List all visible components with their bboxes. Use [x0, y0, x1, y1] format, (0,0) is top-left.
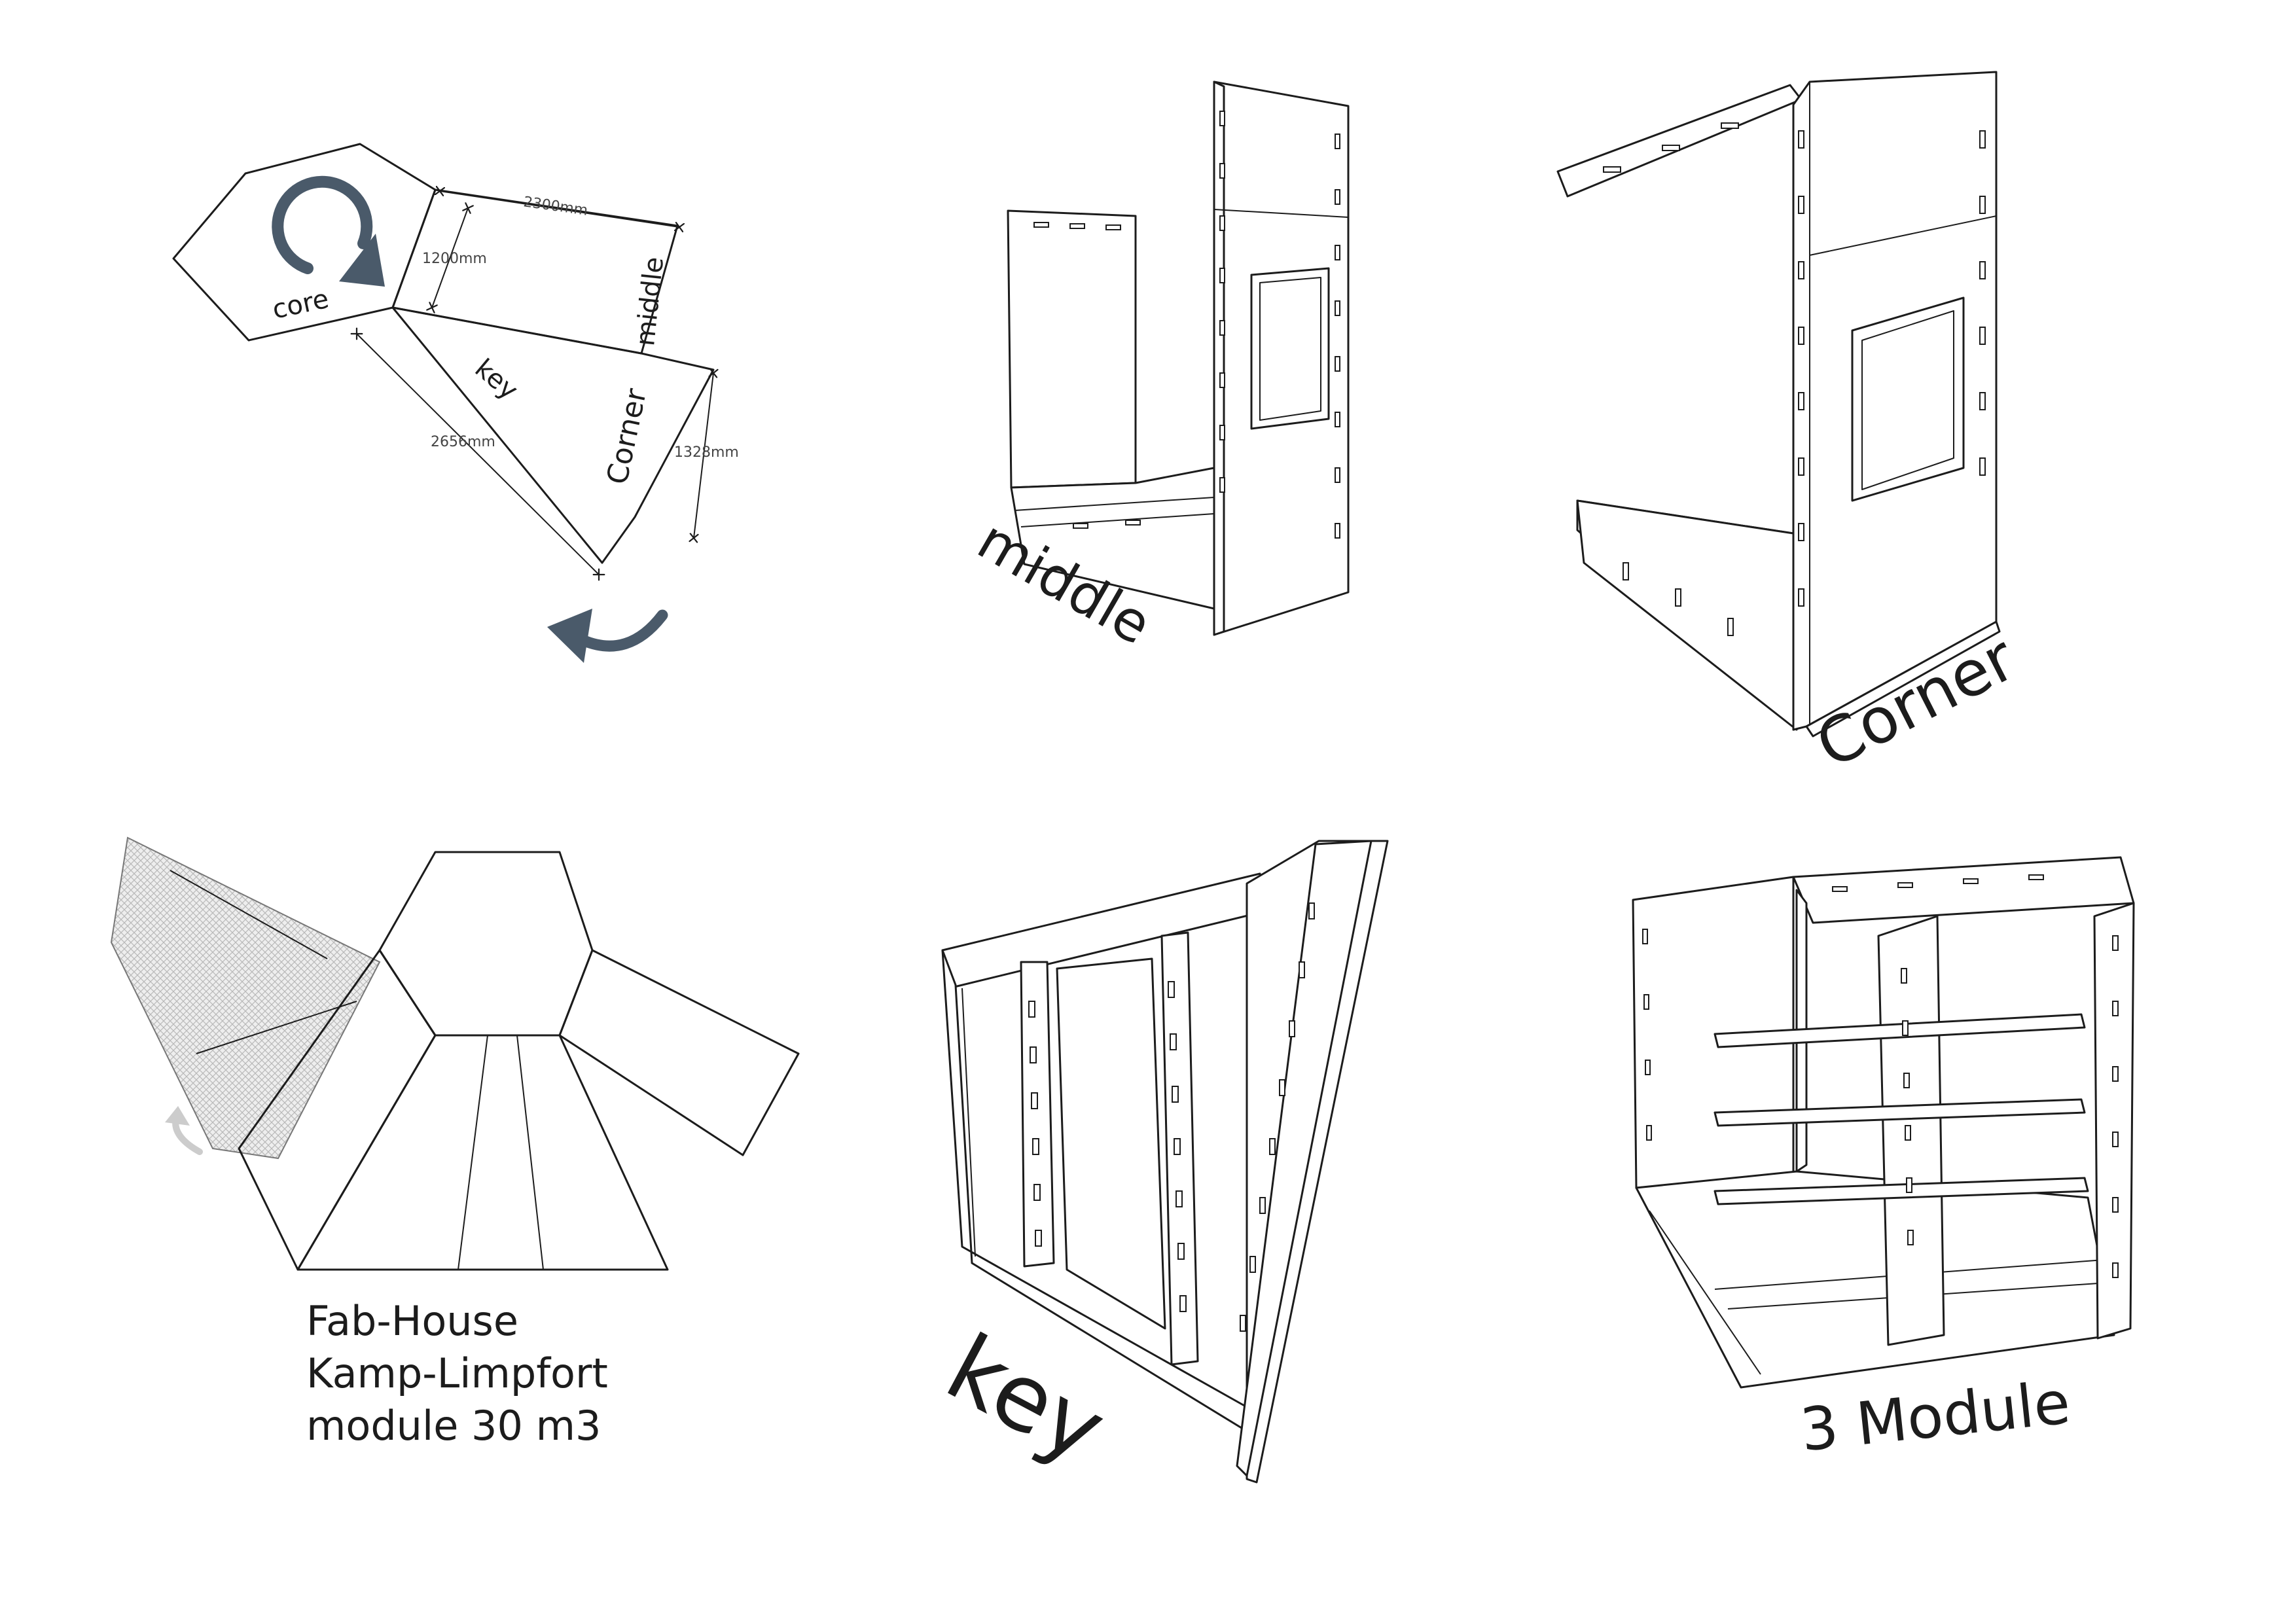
curved-arrow-icon [165, 1106, 203, 1155]
caption-line-2: Kamp-Limpfort [306, 1349, 608, 1397]
caption-line-3: module 30 m3 [306, 1402, 601, 1450]
hatched-rotated-module [110, 836, 381, 1160]
key-module-drawing [941, 840, 1389, 1484]
assembled-plan-diagram: Fab-House Kamp-Limpfort module 30 m3 [110, 836, 800, 1450]
three-module-slots [1642, 874, 2119, 1278]
three-module-view: 3 Module [1632, 856, 2135, 1465]
depth-dimension-line [432, 208, 468, 308]
middle-module-slots [1033, 111, 1340, 539]
key-dimension-label: 2656mm [431, 434, 495, 450]
three-module-drawing [1632, 856, 2135, 1389]
assembled-left-module [238, 949, 437, 1271]
assembled-right-module [558, 949, 800, 1156]
corner-dimension-line [694, 373, 713, 538]
module-plan-diagram: 2300mm 1200mm 2656mm 1328mm core middle … [172, 143, 739, 663]
key-dimension-line [357, 334, 599, 575]
width-dimension-label: 2300mm [522, 194, 588, 219]
corner-module-drawing [1556, 71, 2001, 738]
curved-arrow-icon [547, 609, 668, 663]
corner-module-view: Corner [1556, 71, 2027, 783]
middle-module-view: middle [967, 80, 1350, 657]
assembled-core-hexagon [378, 851, 594, 1037]
circular-arrow-icon [272, 175, 385, 287]
width-dimension-line [440, 191, 679, 227]
caption-line-1: Fab-House [306, 1297, 518, 1345]
key-module-view: key [930, 840, 1389, 1484]
corner-label: Corner [600, 385, 653, 487]
three-module-view-label: 3 Module [1797, 1368, 2073, 1465]
depth-dimension-label: 1200mm [422, 251, 487, 267]
key-module-slots [1028, 902, 1315, 1332]
key-view-label: key [930, 1315, 1122, 1484]
middle-label: middle [630, 255, 670, 348]
corner-dimension-label: 1328mm [674, 444, 739, 461]
core-label: core [270, 284, 331, 325]
middle-module-drawing [1007, 80, 1350, 636]
key-label: key [469, 353, 524, 406]
corner-module-slots [1603, 122, 1986, 636]
